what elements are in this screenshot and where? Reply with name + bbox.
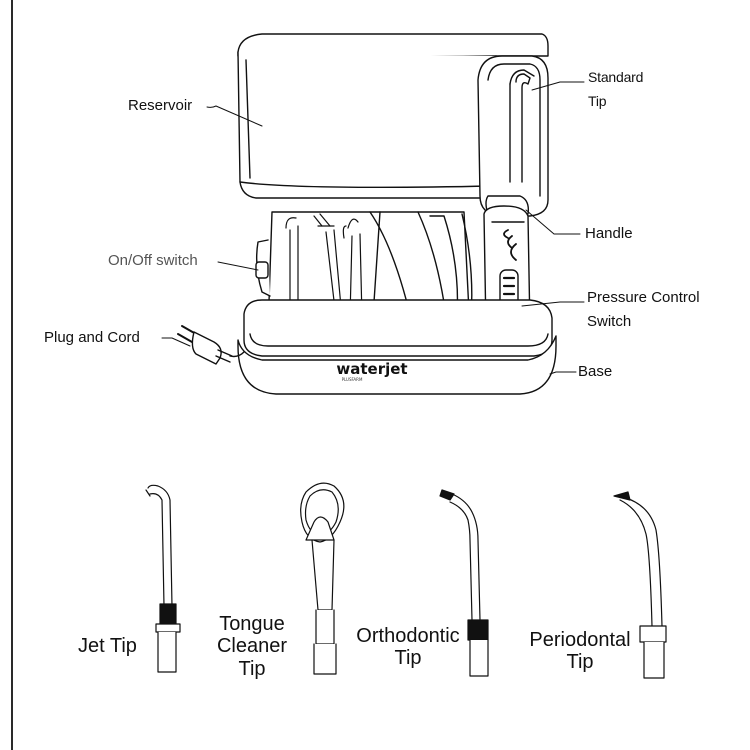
label-jet-tip: Jet Tip (78, 635, 137, 657)
standard-tip-housing (477, 55, 549, 217)
periodontal-tip-illustration (613, 491, 667, 679)
label-pressure-control-line1: Pressure Control (587, 289, 700, 306)
label-orthodontic-tip: Orthodontic Tip (352, 625, 464, 670)
label-tongue-cleaner-line1: Tongue (219, 613, 285, 635)
label-periodontal-tip: Periodontal Tip (526, 629, 634, 674)
label-handle: Handle (585, 225, 633, 242)
reservoir-shape (237, 33, 549, 199)
label-periodontal-line2: Tip (566, 651, 594, 674)
label-orthodontic-line1: Orthodontic (356, 625, 460, 647)
label-pressure-control-line2: Switch (587, 313, 632, 330)
brand-wordmark-text: waterjet (336, 360, 407, 378)
brand-sub-text: PLUSFARM (342, 377, 363, 382)
brand-wordmark: waterjet PLUSFARM (336, 360, 407, 382)
label-reservoir: Reservoir (128, 97, 193, 114)
jet-tip-illustration (145, 484, 181, 673)
label-plug-and-cord: Plug and Cord (44, 329, 140, 346)
label-on-off-switch: On/Off switch (108, 252, 198, 269)
page-border-line (11, 0, 13, 750)
label-orthodontic-line2: Tip (394, 647, 422, 670)
plug-and-cord-shape (177, 325, 245, 365)
label-standard-tip-line1: Standard (588, 69, 644, 85)
label-tongue-cleaner-line2: Cleaner (216, 635, 288, 658)
orthodontic-tip-illustration (439, 489, 489, 677)
tongue-cleaner-illustration (300, 482, 345, 675)
label-tongue-cleaner-line3: Tip (238, 657, 266, 680)
base-shape (237, 299, 557, 395)
label-tongue-cleaner-tip: Tongue Cleaner Tip (214, 613, 290, 680)
leader-lines (161, 81, 585, 375)
label-base: Base (578, 363, 613, 380)
label-standard-tip-line2: Tip (588, 93, 607, 109)
label-periodontal-line1: Periodontal (529, 629, 631, 651)
